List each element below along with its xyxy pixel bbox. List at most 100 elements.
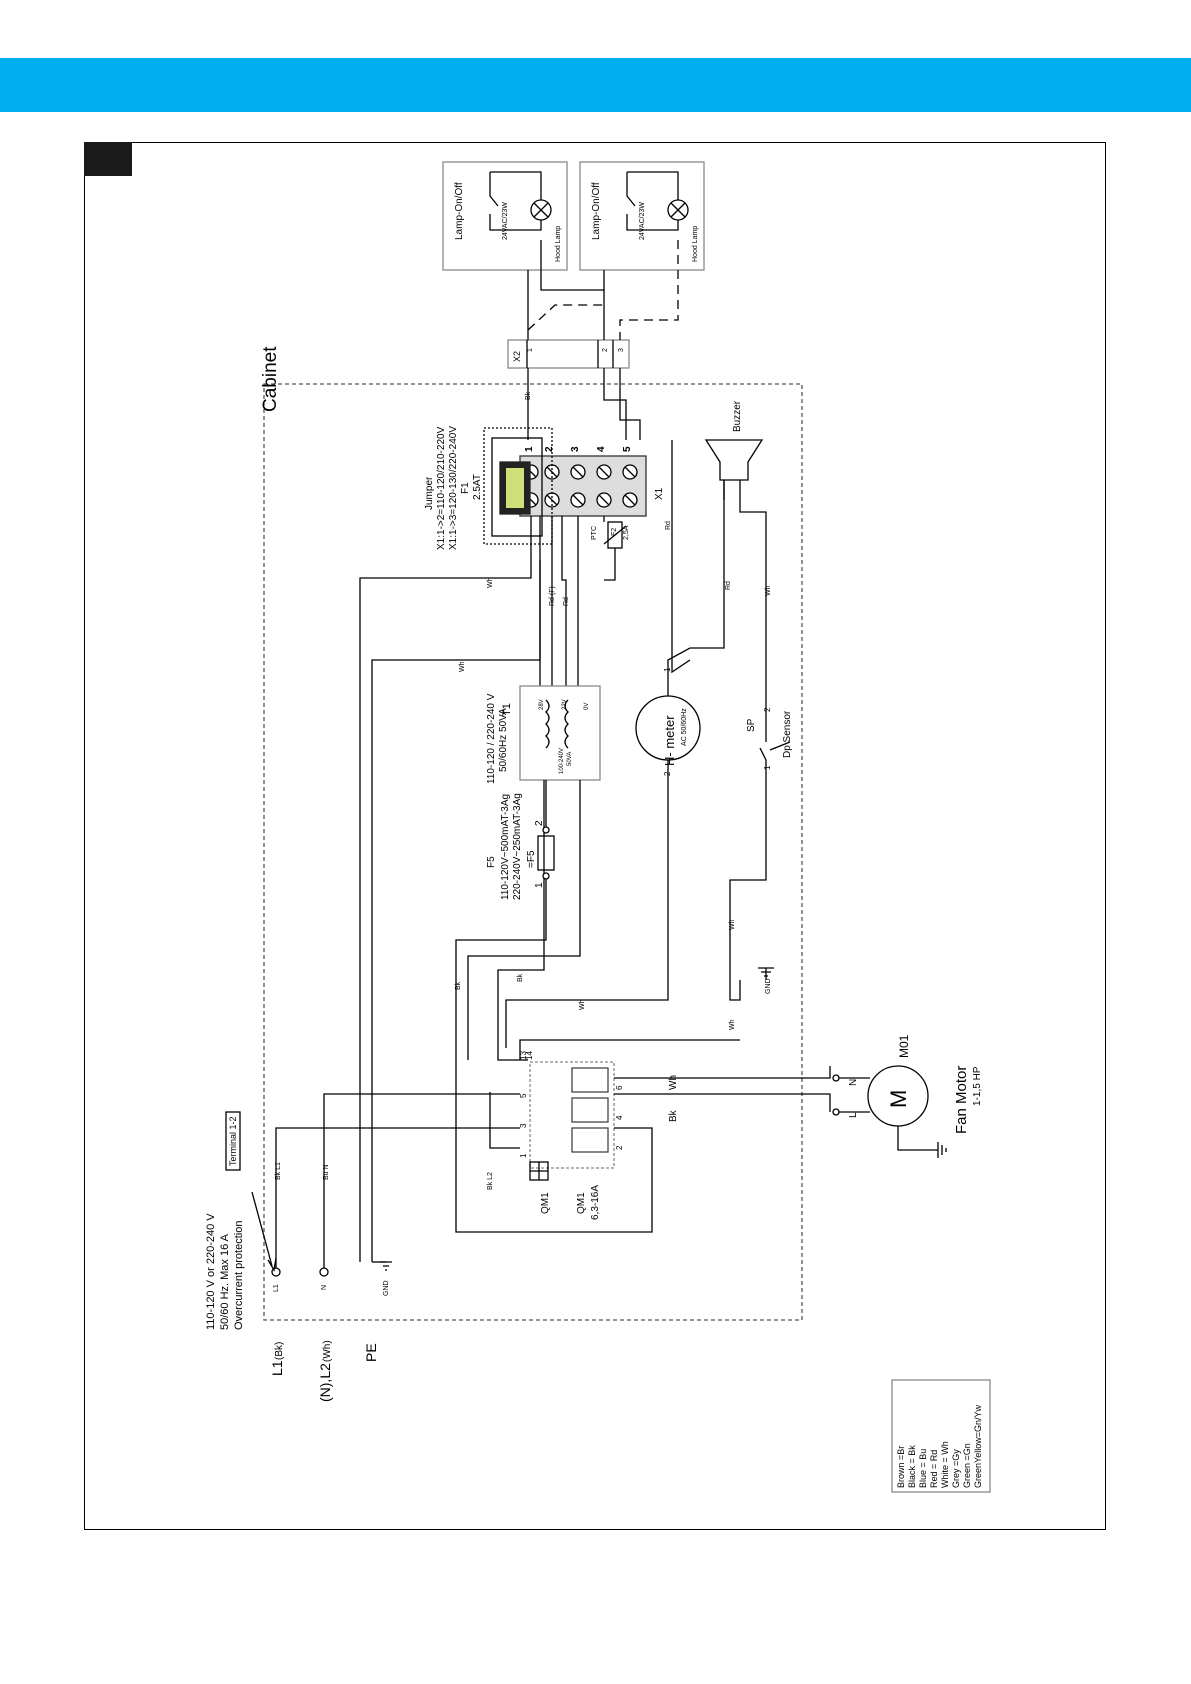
qm1-pin-3: 3 xyxy=(519,1123,528,1128)
x1-pin-2: 2 xyxy=(544,446,555,452)
x2-pin-2: 2 xyxy=(602,348,609,352)
power-spec-3: Overcurrent protection xyxy=(233,1221,245,1330)
hmeter-pin-2: 2 xyxy=(663,771,672,776)
pe-label: PE xyxy=(363,1343,379,1362)
legend-box xyxy=(891,1379,991,1493)
wire-rd: Rd xyxy=(563,597,570,606)
wire-wh-1: Wh xyxy=(487,577,494,588)
motor-tag: M01 xyxy=(897,1034,911,1058)
x1-terminal-block xyxy=(519,455,647,517)
qm1-pin-5: 5 xyxy=(519,1093,528,1098)
term-gnd: GND xyxy=(383,1280,390,1296)
wire-bk-left: Bk xyxy=(455,981,462,990)
power-spec-1: 110-120 V or 220-240 V xyxy=(205,1213,217,1330)
page-tab xyxy=(84,142,132,176)
lamp-rating-1: 24VAC/23W xyxy=(502,202,509,240)
f5-name: F5 xyxy=(486,856,497,868)
jumper-line-1: X1:1->2=110-120/210-220V xyxy=(436,426,447,550)
wire-rd-buzzer: Rd xyxy=(725,581,732,590)
x1-label: X1 xyxy=(654,487,665,500)
wire-gnd: GND xyxy=(765,978,772,994)
hmeter-pin-1: 1 xyxy=(663,667,672,672)
wire-wh-4: Wh xyxy=(729,1019,736,1030)
wire-rd-f: Rd (F) xyxy=(549,586,556,606)
transformer-name: T1 xyxy=(501,703,513,716)
wire-wh-buzzer: Wh xyxy=(765,585,772,596)
wire-rd-2: Rd xyxy=(665,521,672,530)
x2-label: X2 xyxy=(512,351,522,362)
qm1-tag: QM1 xyxy=(540,1192,551,1214)
l1-label: L1 xyxy=(269,1360,285,1376)
terminal-label-box xyxy=(225,1111,241,1171)
motor-bk-wire: Bk xyxy=(668,1109,679,1122)
f1-outline xyxy=(491,437,543,537)
x1-pin-5: 5 xyxy=(622,446,633,452)
f5-line-2: 220-240V~250mAT-3Ag xyxy=(512,793,523,900)
hmeter-name: H- meter xyxy=(662,715,677,766)
sheet-frame xyxy=(84,142,1106,1530)
wire-bk-l2: Bk L2 xyxy=(487,1172,494,1190)
tap-28v: 28V xyxy=(539,699,545,710)
legend-line-7: Green =Gn xyxy=(962,1443,972,1488)
motor-symbol-text: M xyxy=(886,1090,911,1108)
sensor-pin-2: 2 xyxy=(763,707,772,712)
x1-pin-4: 4 xyxy=(596,446,607,452)
wire-bk-x2: Bk xyxy=(525,391,532,400)
sensor-pin-1: 1 xyxy=(763,765,772,770)
power-spec-2: 50/60 Hz. Max 16 A xyxy=(219,1233,231,1330)
lamp-switch-label-2: Lamp-On/Off xyxy=(591,182,602,240)
f5-tag: =F5 xyxy=(526,850,537,868)
qm1-breaker xyxy=(529,1061,615,1169)
motor-name: Fan Motor xyxy=(953,1066,970,1134)
legend-line-4: Red = Rd xyxy=(929,1450,939,1488)
f1-label: F1 xyxy=(460,482,471,494)
qm1-pin-6: 6 xyxy=(615,1085,624,1090)
transformer-spec-2: 50/60Hz 50VA xyxy=(498,708,509,772)
x1-pin-3: 3 xyxy=(570,446,581,452)
n-color: (Wh) xyxy=(322,1340,333,1362)
transformer-spec-1: 110-120 / 220-240 V xyxy=(486,693,497,784)
lamp-label-2: Hood Lamp xyxy=(692,226,699,262)
lamp-rating-2: 24VAC/23W xyxy=(639,202,646,240)
legend-line-8: GreenYellow=Gn/Yw xyxy=(973,1405,983,1488)
tap-0v: 0V xyxy=(584,703,590,710)
f5-pin-2: 2 xyxy=(534,820,545,826)
buzzer-label: Buzzer xyxy=(732,400,743,432)
f1-holder xyxy=(483,427,553,545)
legend-line-2: Black = Bk xyxy=(907,1445,917,1488)
jumper-line-2: X1:1->3=120-130/220-240V xyxy=(448,426,459,550)
terminal-label: Terminal 1-2 xyxy=(228,1116,238,1166)
n-label: (N),L2 xyxy=(317,1363,333,1402)
jumper-title: Jumper xyxy=(424,476,435,510)
buzzer-symbol xyxy=(704,439,764,481)
legend-line-3: Blue = Bu xyxy=(918,1449,928,1488)
header-band xyxy=(0,58,1191,112)
x2-pin-1: 1 xyxy=(527,348,534,352)
x2-pin-3: 3 xyxy=(618,348,625,352)
f5-fuse xyxy=(537,835,555,871)
primary-voltage: 100-240V xyxy=(559,748,565,774)
qm1-pin-14: 14 xyxy=(525,1051,534,1060)
wire-wh-3: Wh xyxy=(579,999,586,1010)
qm1-name: QM1 xyxy=(576,1192,587,1214)
motor-power: 1-1,5 HP xyxy=(972,1066,983,1106)
wire-wh-sensor: Wh xyxy=(729,919,736,930)
wire-bk-t: Bk xyxy=(517,973,524,982)
f5-line-1: 110-120V~500mAT-3Ag xyxy=(500,794,511,900)
term-l1: L1 xyxy=(273,1284,280,1292)
qm1-pin-13: 13 xyxy=(519,1051,528,1060)
f5-pin-1: 1 xyxy=(534,882,545,888)
primary-va: 50VA xyxy=(567,752,573,766)
lamp-switch-label-1: Lamp-On/Off xyxy=(454,182,465,240)
qm1-pin-2: 2 xyxy=(615,1145,624,1150)
cabinet-boundary xyxy=(263,383,803,1321)
qm1-pin-4: 4 xyxy=(615,1115,624,1120)
wire-bk-l1: Bk L1 xyxy=(275,1162,282,1180)
sensor-name: Dp Sensor xyxy=(782,710,793,758)
lamp-label-1: Hood Lamp xyxy=(555,226,562,262)
tap-22v: 22V xyxy=(562,699,568,710)
qm1-rating: 6,3-16A xyxy=(590,1185,601,1220)
x1-pin-1: 1 xyxy=(524,446,535,452)
lamp-box-2 xyxy=(579,161,705,271)
